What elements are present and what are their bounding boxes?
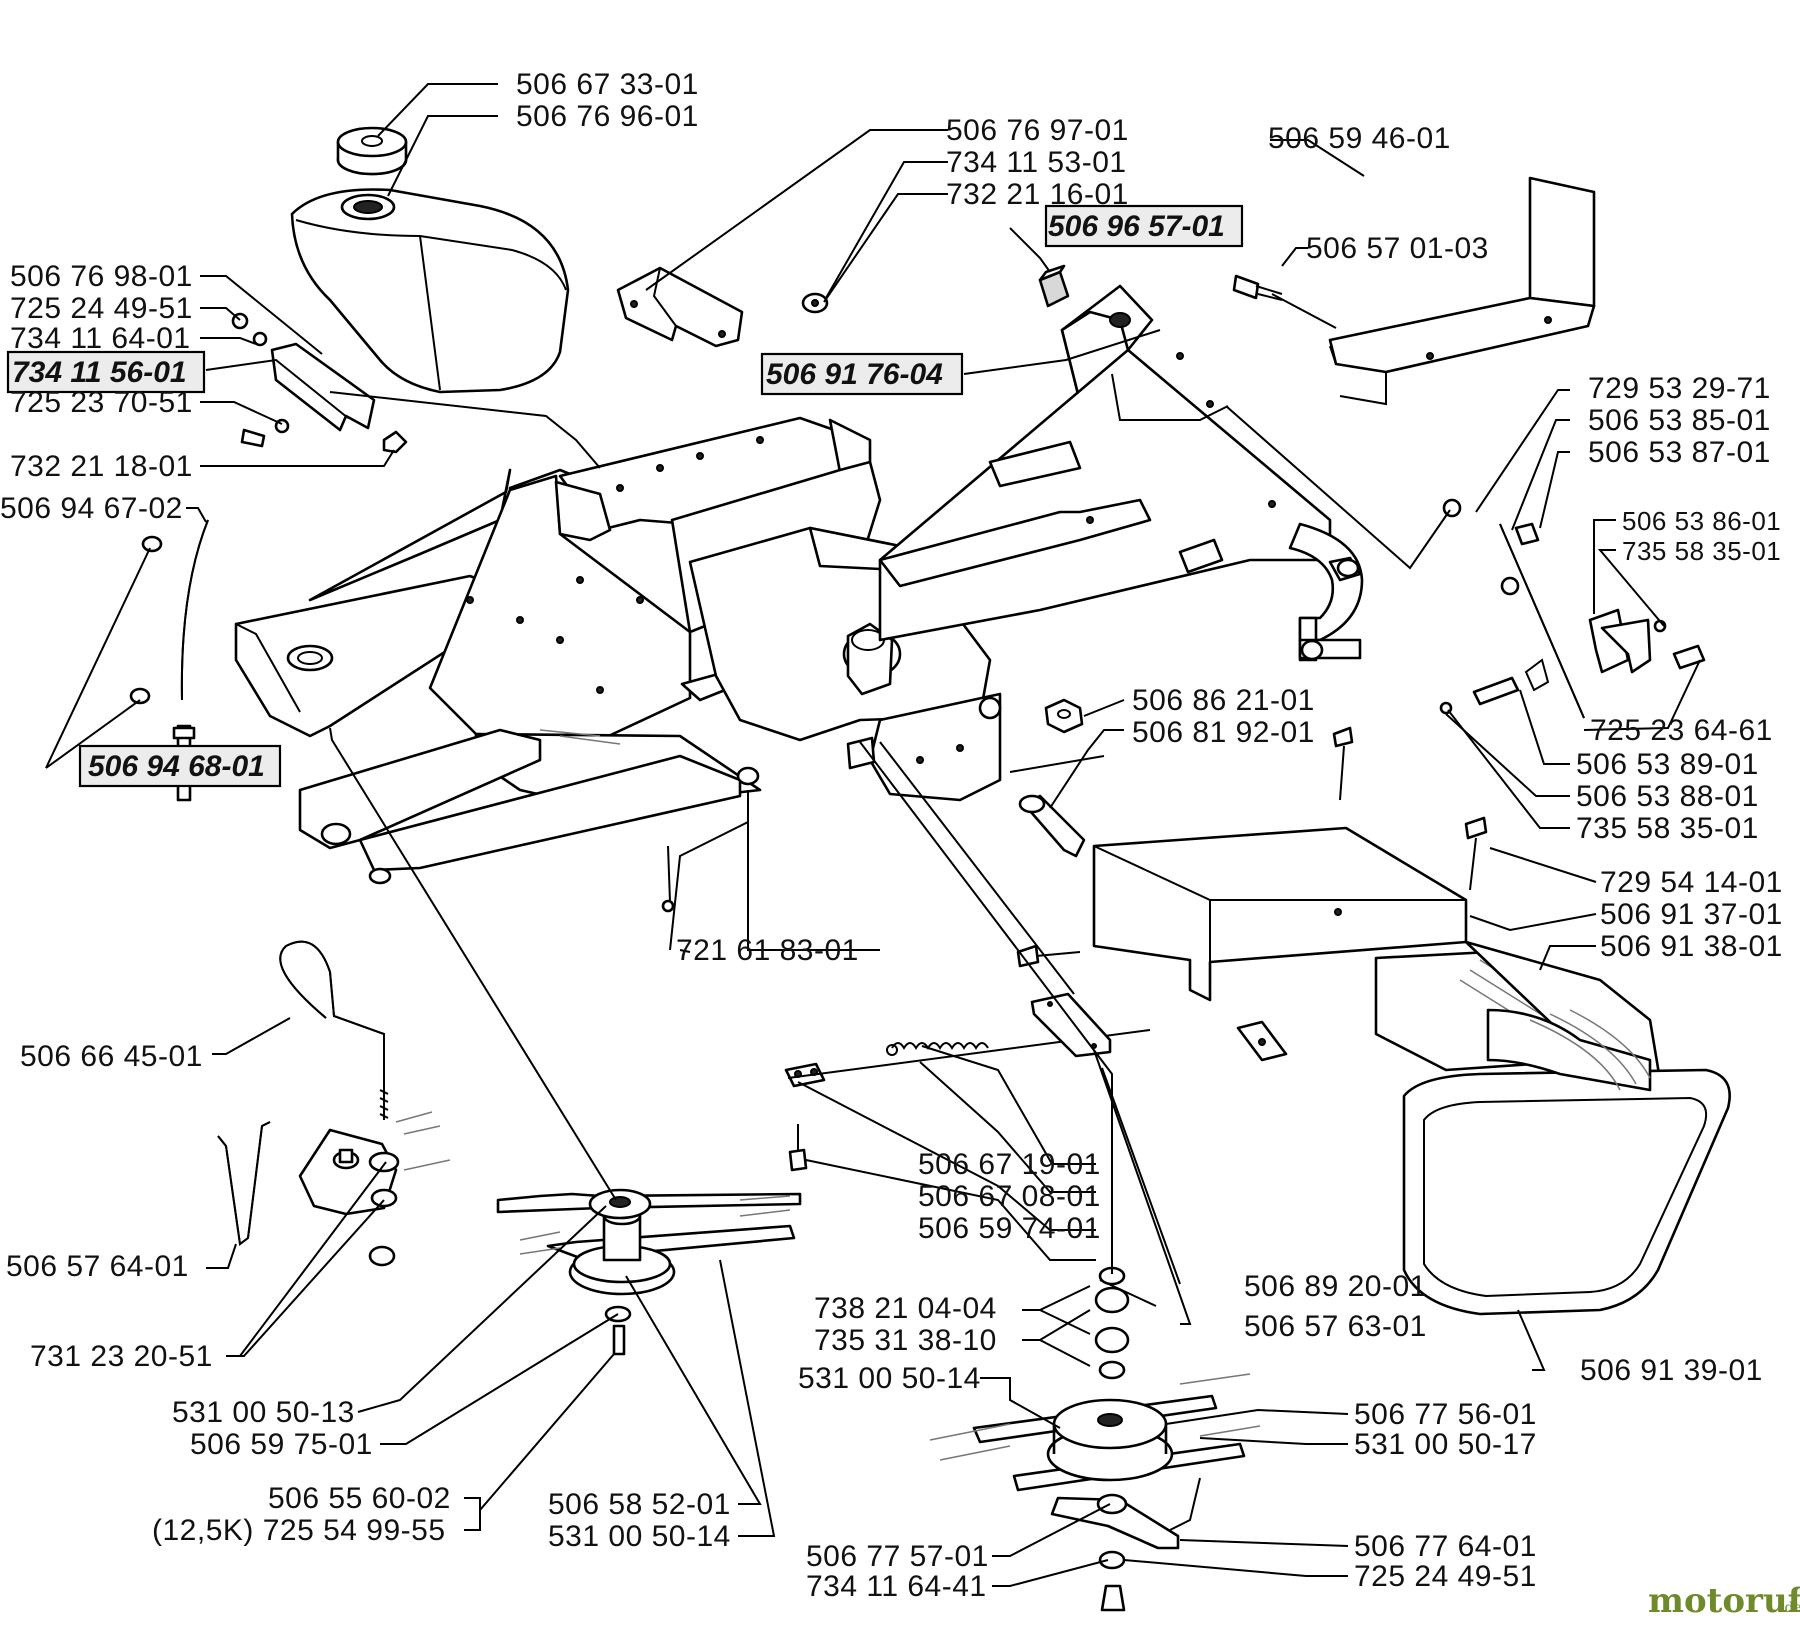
part-label: 506 77 57-01 xyxy=(806,1540,989,1573)
rubber-block xyxy=(1038,264,1070,308)
part-label: 506 57 63-01 xyxy=(1244,1310,1427,1343)
rod-bent xyxy=(217,1121,271,1246)
part-label: 506 55 60-02 xyxy=(268,1482,451,1515)
pulley-left xyxy=(496,1188,802,1356)
cover-screws xyxy=(1016,726,1488,968)
clip-small xyxy=(1236,1020,1288,1062)
part-label: 506 89 20-01 xyxy=(1244,1270,1427,1303)
seat-plate xyxy=(1328,176,1596,406)
watermark-suffix: .de xyxy=(1780,1600,1800,1616)
part-label: 506 57 64-01 xyxy=(6,1250,189,1283)
part-label: 506 67 33-01 xyxy=(516,68,699,101)
part-label: 506 77 64-01 xyxy=(1354,1530,1537,1563)
part-label: 506 53 88-01 xyxy=(1576,780,1759,813)
part-label: 725 24 49-51 xyxy=(10,292,193,325)
part-label: 725 23 64-61 xyxy=(1590,714,1773,747)
part-label: 731 23 20-51 xyxy=(30,1340,213,1373)
part-label: 734 11 53-01 xyxy=(946,146,1127,179)
part-label-boxed: 506 96 57-01 xyxy=(1048,210,1225,243)
bracket-small xyxy=(1030,992,1112,1058)
part-label: 506 76 98-01 xyxy=(10,260,193,293)
fuel-tank xyxy=(290,188,570,394)
lift-rod xyxy=(279,940,389,1120)
part-label: 735 31 38-10 xyxy=(814,1324,997,1357)
part-label: 738 21 04-04 xyxy=(814,1292,997,1325)
part-label: 531 00 50-13 xyxy=(172,1396,355,1429)
part-labels: 506 67 33-01 506 76 96-01 506 76 97-01 7… xyxy=(0,68,1783,1603)
part-label: 506 59 46-01 xyxy=(1268,122,1451,155)
part-label: 506 59 74-01 xyxy=(918,1212,1101,1245)
part-label: 531 00 50-14 xyxy=(548,1520,731,1553)
idler-plate xyxy=(298,1111,451,1267)
watermark-logo: motoruf .de xyxy=(1648,1581,1800,1621)
part-label: 531 00 50-14 xyxy=(798,1362,981,1395)
nut-small xyxy=(801,292,829,314)
part-label: 506 53 89-01 xyxy=(1576,748,1759,781)
part-label: 506 66 45-01 xyxy=(20,1040,203,1073)
part-label: 506 59 75-01 xyxy=(190,1428,373,1461)
part-label: 506 94 67-02 xyxy=(0,492,183,525)
part-label: 506 81 92-01 xyxy=(1132,716,1315,749)
leader-lines xyxy=(45,83,1701,1587)
chassis-frame xyxy=(234,416,882,885)
spacer-nut xyxy=(1018,698,1086,858)
rear-frame xyxy=(878,284,1364,662)
part-label: 506 67 08-01 xyxy=(918,1180,1101,1213)
part-label-boxed: 506 91 76-04 xyxy=(766,358,943,391)
part-label: 732 21 18-01 xyxy=(10,450,193,483)
part-label: 506 76 96-01 xyxy=(516,100,699,133)
engine-cover xyxy=(1092,826,1662,1082)
part-label: 506 91 37-01 xyxy=(1600,898,1783,931)
part-label: 506 76 97-01 xyxy=(946,114,1129,147)
part-label: 721 61 83-01 xyxy=(676,934,859,967)
bolt-seat xyxy=(1232,274,1283,301)
brake-linkage xyxy=(1439,498,1706,719)
part-label: 506 53 86-01 xyxy=(1622,506,1781,536)
part-label-boxed: 506 94 68-01 xyxy=(88,750,265,783)
part-label: 506 53 85-01 xyxy=(1588,404,1771,437)
part-label: 729 53 29-71 xyxy=(1588,372,1771,405)
part-label: 734 11 64-41 xyxy=(806,1570,987,1603)
part-label: 735 58 35-01 xyxy=(1622,536,1781,566)
part-label: 735 58 35-01 xyxy=(1576,812,1759,845)
part-label: (12,5K) 725 54 99-55 xyxy=(152,1514,446,1547)
part-label: 734 11 64-01 xyxy=(10,322,191,355)
tank-bracket-top xyxy=(616,266,744,348)
part-label: 725 23 70-51 xyxy=(10,386,193,419)
part-label: 506 77 56-01 xyxy=(1354,1398,1537,1431)
part-label: 506 91 38-01 xyxy=(1600,930,1783,963)
part-label: 506 86 21-01 xyxy=(1132,684,1315,717)
part-label: 531 00 50-17 xyxy=(1354,1428,1537,1461)
part-label: 506 67 19-01 xyxy=(918,1148,1101,1181)
watermark-text: motoruf xyxy=(1648,1581,1800,1621)
part-label: 506 91 39-01 xyxy=(1580,1354,1763,1387)
part-label: 732 21 16-01 xyxy=(946,178,1129,211)
part-label: 725 24 49-51 xyxy=(1354,1560,1537,1593)
part-label: 729 54 14-01 xyxy=(1600,866,1783,899)
part-label: 506 53 87-01 xyxy=(1588,436,1771,469)
boxed-frames xyxy=(6,204,1244,788)
part-label-boxed: 734 11 56-01 xyxy=(12,356,187,389)
fuel-cap xyxy=(336,126,408,176)
part-label: 506 57 01-03 xyxy=(1306,232,1489,265)
side-cover xyxy=(1402,1008,1731,1316)
pin-clip xyxy=(661,766,760,913)
pulley-right xyxy=(929,1266,1261,1612)
part-label: 506 58 52-01 xyxy=(548,1488,731,1521)
